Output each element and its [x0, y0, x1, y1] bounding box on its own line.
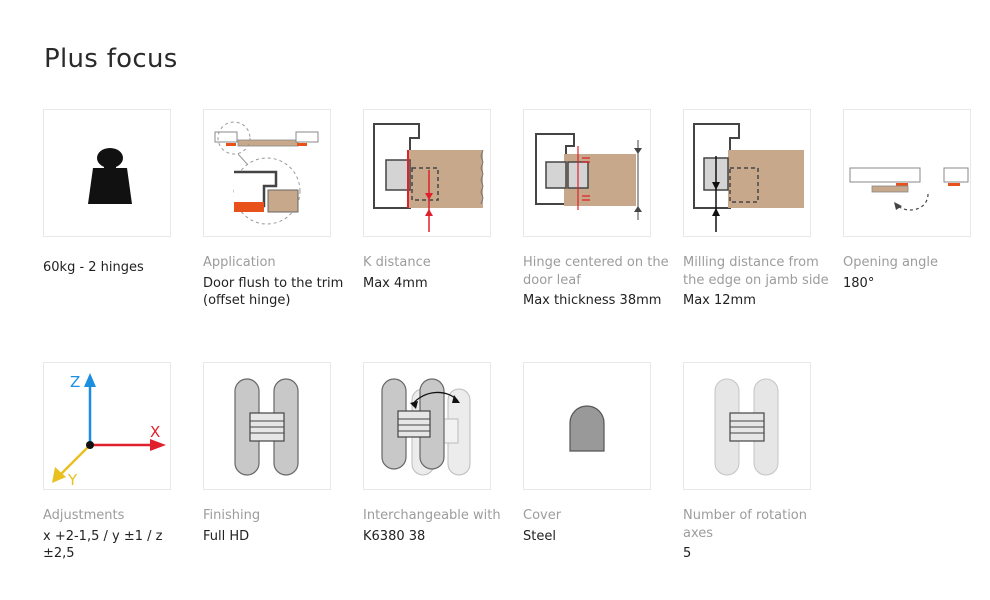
feature-label: Hinge centered on the door leaf [523, 255, 669, 288]
weight-icon [88, 148, 132, 204]
feature-value: Max 4mm [363, 275, 428, 291]
feature-caption-weight: 60kg - 2 hinges [43, 259, 193, 277]
x-axis-label: X [150, 423, 160, 441]
hinge-centered-icon [535, 133, 642, 220]
feature-value: x +2-1,5 / y ±1 / z ±2,5 [43, 528, 163, 562]
feature-caption-k-distance: K distance Max 4mm [363, 254, 513, 292]
feature-caption-milling-distance: Milling distance from the edge on jamb s… [683, 254, 833, 310]
feature-tile-milling-distance [683, 109, 811, 237]
feature-label: Finishing [203, 508, 261, 523]
feature-value: Door flush to the trim (offset hinge) [203, 275, 344, 309]
feature-label: Number of rotation axes [683, 508, 807, 541]
feature-value: Full HD [203, 528, 250, 544]
feature-label: Opening angle [843, 255, 939, 270]
feature-tile-rotation-axes [683, 362, 811, 490]
feature-tile-cover [523, 362, 651, 490]
feature-caption-opening-angle: Opening angle 180° [843, 254, 990, 292]
feature-label: Milling distance from the edge on jamb s… [683, 255, 829, 288]
feature-value: Max thickness 38mm [523, 293, 662, 308]
feature-label: Application [203, 255, 276, 270]
opening-angle-icon [849, 167, 969, 211]
feature-label: K distance [363, 255, 431, 270]
k-distance-icon [373, 123, 484, 232]
feature-value: Max 12mm [683, 293, 756, 308]
feature-value: Steel [523, 528, 556, 544]
feature-tile-interchangeable [363, 362, 491, 490]
feature-tile-hinge-centered [523, 109, 651, 237]
y-axis-label: Y [67, 471, 78, 489]
feature-tile-weight [43, 109, 171, 237]
milling-distance-icon [693, 123, 804, 232]
feature-caption-interchangeable: Interchangeable with K6380 38 [363, 507, 513, 545]
hinge-finish-icon [234, 378, 299, 476]
hinge-interchange-icon [381, 378, 471, 476]
feature-tile-k-distance [363, 109, 491, 237]
feature-caption-finishing: Finishing Full HD [203, 507, 353, 545]
feature-value: 180° [843, 275, 875, 291]
z-axis-label: Z [70, 373, 80, 391]
feature-label: Adjustments [43, 508, 125, 523]
feature-tile-application [203, 109, 331, 237]
feature-caption-application: Application Door flush to the trim (offs… [203, 254, 353, 310]
feature-caption-rotation-axes: Number of rotation axes 5 [683, 507, 833, 563]
feature-tile-adjustments: Z X Y [43, 362, 171, 490]
rotation-axes-icon [714, 378, 779, 476]
feature-label: Cover [523, 508, 562, 523]
feature-caption-adjustments: Adjustments x +2-1,5 / y ±1 / z ±2,5 [43, 507, 193, 563]
feature-tile-finishing [203, 362, 331, 490]
page-title: Plus focus [44, 44, 178, 74]
feature-caption-cover: Cover Steel [523, 507, 673, 545]
cover-shape-icon [569, 405, 605, 452]
feature-caption-hinge-centered: Hinge centered on the door leaf Max thic… [523, 254, 673, 310]
xyz-axes-icon: Z X Y [52, 373, 166, 489]
feature-label: Interchangeable with [363, 508, 501, 523]
feature-value: K6380 38 [363, 528, 426, 544]
door-flush-trim-icon [214, 121, 319, 225]
feature-value: 60kg - 2 hinges [43, 260, 144, 275]
feature-tile-opening-angle [843, 109, 971, 237]
feature-value: 5 [683, 546, 692, 561]
